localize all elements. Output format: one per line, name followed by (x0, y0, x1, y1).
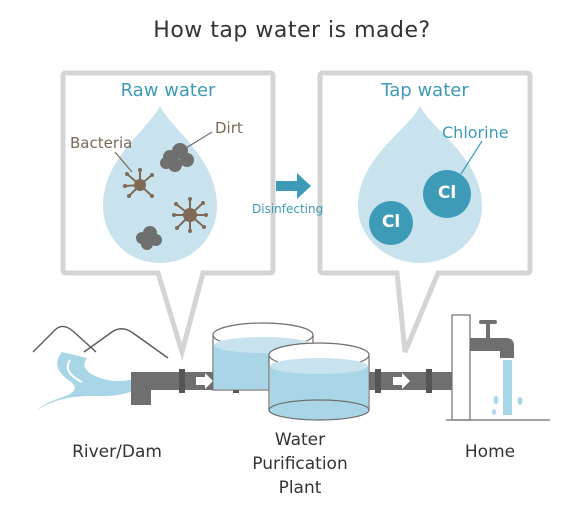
plant-label-line: Water (274, 430, 326, 450)
bacteria-icon (123, 168, 154, 198)
bacteria-pointer-line (114, 151, 133, 173)
dirt-label: Dirt (215, 119, 243, 137)
disinfecting-label: Disinfecting (252, 202, 324, 216)
faucet-icon (470, 320, 514, 358)
pipe-joint (375, 369, 381, 393)
wall (451, 314, 471, 421)
river-dam-label: River/Dam (72, 442, 162, 462)
water-stream (503, 360, 512, 415)
mountain-icon (32, 325, 97, 353)
dirt-pointer-line (185, 131, 213, 149)
water-splash-icon (492, 396, 523, 415)
water-plant-label: Water Purification Plant (230, 428, 370, 500)
raw-water-title: Raw water (120, 80, 216, 101)
chlorine-molecule (369, 201, 413, 245)
plant-label-line: Plant (278, 478, 322, 498)
chlorine-molecule (423, 170, 471, 218)
home-label: Home (464, 442, 516, 462)
chlorine-pointer-line (460, 140, 483, 175)
raw-water-drop (103, 106, 217, 263)
bacteria-icon (172, 197, 208, 233)
dirt-icon (160, 143, 194, 172)
pipe-joint (179, 369, 185, 393)
disinfecting-arrow-icon (276, 173, 311, 199)
pipe-elbow (131, 372, 151, 405)
chlorine-symbol: Cl (437, 183, 457, 203)
plant-label-line: Purification (252, 454, 348, 474)
mountain-icon (83, 328, 169, 359)
page-title: How tap water is made? (153, 18, 431, 43)
river-icon (37, 352, 138, 410)
flow-arrow-icon (393, 373, 410, 389)
tap-water-title: Tap water (381, 80, 469, 101)
chlorine-label: Chlorine (442, 123, 509, 142)
bacteria-label: Bacteria (70, 134, 133, 152)
river-flow-line (66, 359, 83, 383)
dirt-icon (136, 226, 162, 250)
flow-arrow-icon (196, 373, 213, 389)
chlorine-symbol: Cl (381, 212, 401, 232)
pipe-joint (426, 369, 432, 393)
water-tank-front (268, 342, 370, 421)
